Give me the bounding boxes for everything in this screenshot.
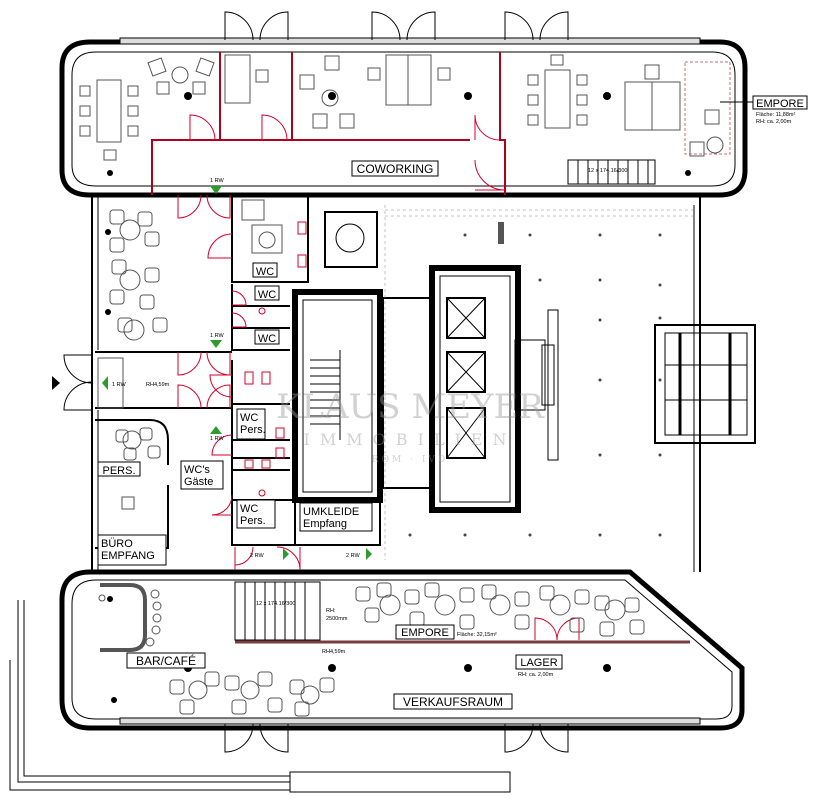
label-wc-2: WC bbox=[258, 289, 276, 301]
annotation-stair-bottom: 12 x 174.16/300 bbox=[256, 601, 295, 607]
stair-bottom bbox=[234, 581, 321, 641]
empore-top-area bbox=[684, 61, 731, 155]
watermark-line2: IMMOBILIEN bbox=[304, 430, 517, 449]
label-lager: LAGER bbox=[520, 657, 557, 669]
accessible-wc-fixtures bbox=[241, 199, 283, 254]
bar-counter bbox=[100, 583, 147, 652]
label-empore-top: EMPORE bbox=[756, 98, 804, 110]
exit-arrow-icon bbox=[210, 186, 222, 194]
annotation-rw-2: 1 RW bbox=[210, 333, 224, 339]
annotation-rw-3: 1 RW bbox=[210, 436, 224, 442]
outer-walls bbox=[59, 37, 748, 731]
label-empore-top-rh: RH: ca. 2,00m bbox=[756, 119, 792, 125]
exit-arrows bbox=[102, 186, 372, 560]
stair-top bbox=[567, 159, 656, 185]
annotation-rw-4: 1 RW bbox=[112, 382, 126, 388]
entrance-arrow-icon bbox=[52, 376, 60, 390]
exit-arrow-icon bbox=[283, 548, 289, 560]
annotations: 1 RW 1 RW 1 RW 1 RW 2 RW 2 RW RH4,59m RH… bbox=[112, 168, 627, 655]
watermark-line3: ROM · IVD bbox=[372, 455, 448, 465]
bridge-right bbox=[654, 324, 756, 444]
void-grid bbox=[384, 205, 694, 560]
bar-stools bbox=[98, 589, 162, 647]
exterior-doors bbox=[63, 11, 569, 753]
label-wc-3: WC bbox=[258, 333, 276, 345]
annotation-rh-mid: RH4,59m bbox=[146, 382, 170, 388]
exit-arrow-icon bbox=[210, 426, 222, 434]
label-empore-bottom: EMPORE bbox=[401, 627, 449, 639]
annotation-rh-stair-value: 2500mm bbox=[326, 616, 348, 622]
annotation-rh-bottom: RH4,59m bbox=[322, 649, 346, 655]
label-verkaufsraum: VERKAUFSRAUM bbox=[403, 695, 503, 709]
verkaufsraum-furniture bbox=[169, 582, 645, 717]
lounge-furniture bbox=[97, 209, 168, 510]
exit-arrow-icon bbox=[102, 376, 108, 390]
exit-arrow-icon bbox=[366, 548, 372, 560]
label-bar: BAR/CAFÉ bbox=[136, 653, 196, 668]
annotation-rh-stair: RH: bbox=[326, 608, 336, 614]
annotation-stair-top: 12 x 174.16/300 bbox=[588, 168, 627, 174]
annotation-rw-6: 2 RW bbox=[346, 553, 360, 559]
label-coworking: COWORKING bbox=[357, 162, 434, 176]
coworking-doors bbox=[189, 114, 506, 191]
label-lager-rh: RH: ca. 2,00m bbox=[518, 672, 554, 678]
annotation-rw-1: 1 RW bbox=[210, 178, 224, 184]
central-core bbox=[292, 211, 559, 513]
label-pers: PERS. bbox=[102, 465, 135, 477]
coworking-partitions bbox=[151, 52, 506, 195]
coworking-furniture bbox=[79, 54, 724, 161]
annotation-rw-5: 2 RW bbox=[250, 553, 264, 559]
label-empore-bottom-area: Fläche: 32,15m² bbox=[457, 632, 497, 638]
label-empore-top-area: Fläche: 11,88m² bbox=[756, 112, 796, 118]
label-wc-1: WC bbox=[256, 266, 274, 278]
void-dots bbox=[408, 233, 662, 537]
columns bbox=[105, 92, 691, 703]
exterior-ramp bbox=[9, 600, 511, 793]
room-labels: COWORKING EMPORE Fläche: 11,88m² RH: ca.… bbox=[101, 98, 804, 709]
exit-arrow-icon bbox=[210, 340, 222, 348]
watermark-line1: KLAUS MEYER bbox=[276, 387, 545, 427]
column-void bbox=[498, 222, 504, 244]
core-stairs bbox=[310, 350, 341, 440]
